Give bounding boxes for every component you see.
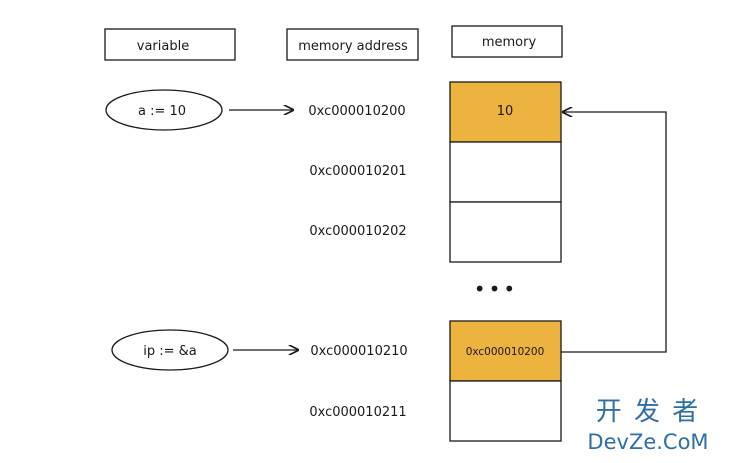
- ellipsis-dots: •••: [474, 277, 518, 301]
- variable-a-label: a := 10: [138, 104, 186, 119]
- pointer-arrow: [561, 112, 667, 353]
- watermark-cn: 开 发 者: [596, 397, 701, 427]
- memory-cell-ip: 0xc000010200: [449, 320, 562, 382]
- header-memory-address: memory address: [286, 28, 419, 61]
- address-0xc000010211: 0xc000010211: [309, 405, 406, 420]
- address-0xc000010202: 0xc000010202: [309, 224, 406, 239]
- memory-cell-ip-value: 0xc000010200: [466, 346, 545, 358]
- memory-cell-empty-2: [449, 201, 562, 263]
- variable-ip: ip := &a: [111, 329, 229, 371]
- variable-ip-label: ip := &a: [143, 344, 197, 359]
- memory-cell-empty-1: [449, 141, 562, 203]
- variable-a: a := 10: [105, 89, 223, 131]
- memory-cell-empty-3: [449, 380, 562, 442]
- memory-cell-a: 10: [449, 81, 562, 143]
- header-variable-label: variable: [137, 39, 189, 54]
- memory-cell-a-value: 10: [497, 104, 514, 119]
- header-memory-address-label: memory address: [298, 39, 408, 54]
- address-0xc000010201: 0xc000010201: [309, 164, 406, 179]
- header-variable: variable: [104, 28, 236, 61]
- address-0xc000010210: 0xc000010210: [310, 344, 407, 359]
- address-0xc000010200: 0xc000010200: [308, 104, 405, 119]
- watermark-en: DevZe.CoM: [587, 430, 708, 454]
- header-memory-label: memory: [482, 35, 537, 50]
- header-memory: memory: [451, 25, 563, 58]
